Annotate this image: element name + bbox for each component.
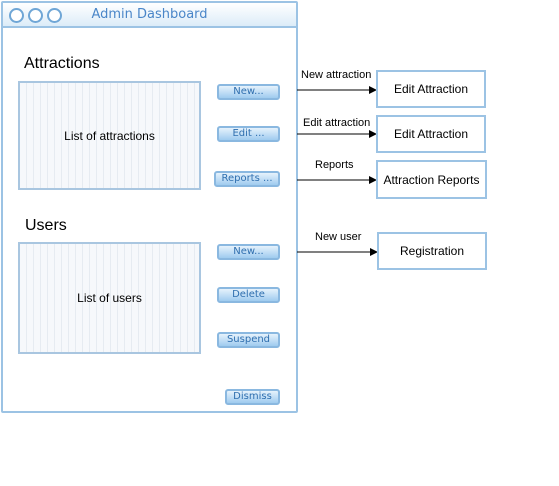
dismiss-button[interactable]: Dismiss — [225, 389, 280, 405]
edge-label-edit-attraction: Edit attraction — [303, 117, 371, 129]
delete-user-button[interactable]: Delete — [217, 287, 280, 303]
suspend-user-button[interactable]: Suspend — [217, 332, 280, 348]
admin-dashboard-window: Admin Dashboard Attractions List of attr… — [1, 1, 298, 413]
attractions-heading: Attractions — [24, 55, 100, 72]
edit-attraction-button[interactable]: Edit ... — [217, 126, 280, 142]
edge-label-reports: Reports — [315, 159, 354, 171]
users-list[interactable]: List of users — [18, 242, 201, 354]
users-list-label: List of users — [77, 291, 142, 305]
attraction-reports-button[interactable]: Reports ... — [214, 171, 280, 187]
attraction-reports-screen[interactable]: Attraction Reports — [376, 160, 487, 199]
edge-label-new-user: New user — [315, 231, 362, 243]
new-user-button[interactable]: New... — [217, 244, 280, 260]
edge-label-new-attraction: New attraction — [301, 69, 372, 81]
window-titlebar: Admin Dashboard — [3, 3, 296, 28]
window-minimize-icon[interactable] — [28, 8, 43, 23]
window-title: Admin Dashboard — [91, 7, 208, 22]
new-attraction-button[interactable]: New... — [217, 84, 280, 100]
attractions-list-label: List of attractions — [64, 128, 155, 143]
window-close-icon[interactable] — [9, 8, 24, 23]
attractions-list[interactable]: List of attractions — [18, 81, 201, 190]
edit-attraction-screen-2[interactable]: Edit Attraction — [376, 115, 486, 153]
users-heading: Users — [25, 217, 67, 234]
registration-screen[interactable]: Registration — [377, 232, 487, 270]
edit-attraction-screen-1[interactable]: Edit Attraction — [376, 70, 486, 108]
window-maximize-icon[interactable] — [47, 8, 62, 23]
